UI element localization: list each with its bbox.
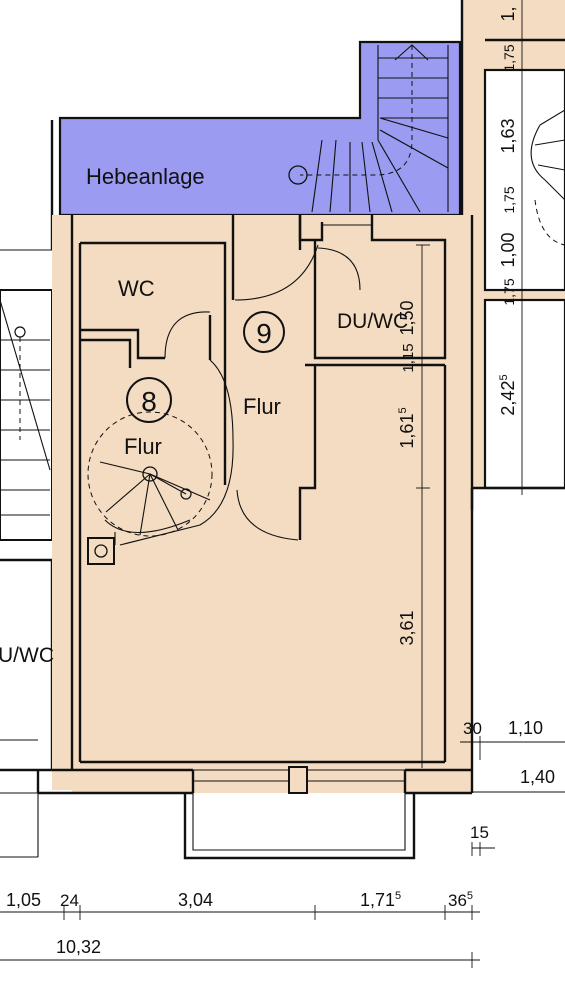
dim-1615: 1,615	[397, 407, 417, 448]
lift-area	[58, 40, 462, 217]
dim-right-2425: 2,425	[498, 374, 518, 415]
unit-floor-left-strip	[52, 215, 72, 790]
unit-number-9: 9	[256, 318, 272, 349]
dim-110: 1,10	[508, 718, 543, 738]
spiral-end-icon	[180, 488, 192, 500]
dim-right-163: 1,63	[498, 118, 518, 153]
lift-stair	[288, 44, 449, 213]
room-label-hebeanlage: Hebeanlage	[86, 164, 205, 189]
dim-1715: 1,715	[360, 890, 401, 910]
dim-30: 30	[463, 719, 482, 738]
chimney-icon	[94, 544, 108, 558]
room-label-flur-8: Flur	[124, 434, 162, 459]
dim-361: 3,61	[397, 610, 417, 645]
dim-105: 1,05	[6, 890, 41, 910]
room-label-du-wc-left: U/WC	[0, 644, 54, 667]
room-label-flur-9: Flur	[243, 394, 281, 419]
dim-24: 24	[60, 891, 79, 910]
dim-1032: 10,32	[56, 937, 101, 957]
door-swings	[164, 244, 361, 541]
dim-140: 1,40	[520, 767, 555, 787]
unit-floor	[72, 215, 472, 793]
unit-8-circle	[126, 377, 172, 423]
dim-150: 1,50	[397, 300, 417, 335]
dim-15: 15	[470, 823, 489, 842]
dimension-lines	[0, 0, 565, 968]
dim-right-top: 1,	[498, 6, 518, 21]
dim-365: 365	[448, 890, 473, 910]
dim-right-175-bot: 1,75	[501, 278, 517, 305]
interior-walls	[78, 215, 447, 764]
room-label-du-wc-right: DU/WC	[337, 310, 408, 333]
dim-304: 3,04	[178, 890, 213, 910]
chimney-box	[87, 537, 115, 565]
dim-115: 1,15	[400, 343, 417, 372]
room-label-wc: WC	[118, 276, 155, 301]
left-neighbor-stair	[0, 289, 53, 541]
dim-right-175-mid: 1,75	[501, 186, 517, 213]
dim-right-175-top: 1,75	[501, 44, 517, 71]
dim-right-100: 1,00	[498, 232, 518, 267]
right-neighbor	[460, 0, 565, 510]
spiral-stair	[87, 359, 234, 565]
lift-stair-start-icon	[288, 165, 308, 185]
unit-9-circle	[243, 311, 285, 353]
unit-number-8: 8	[141, 386, 157, 417]
spiral-center-icon	[142, 466, 158, 482]
